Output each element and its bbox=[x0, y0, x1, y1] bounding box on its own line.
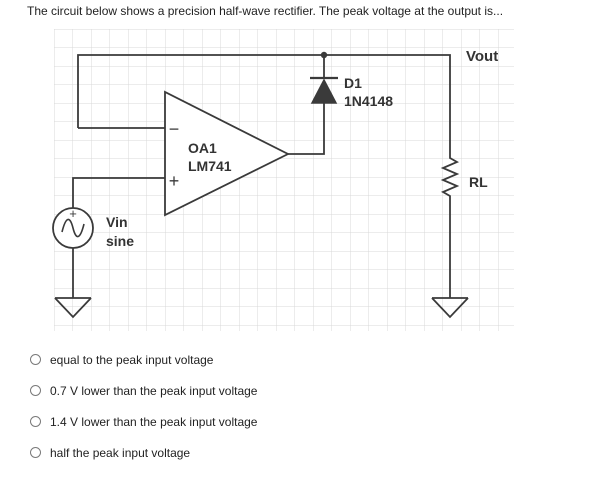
opamp-part-label: LM741 bbox=[188, 158, 232, 174]
opamp-noninverting-sign: + bbox=[169, 171, 180, 191]
option-label: equal to the peak input voltage bbox=[50, 352, 214, 367]
diode-name-label: D1 bbox=[344, 75, 362, 91]
opamp-name-label: OA1 bbox=[188, 140, 217, 156]
option-half[interactable]: half the peak input voltage bbox=[30, 437, 257, 468]
grid-background bbox=[54, 29, 514, 331]
radio-button[interactable] bbox=[30, 416, 41, 427]
option-equal[interactable]: equal to the peak input voltage bbox=[30, 344, 257, 375]
output-junction-dot bbox=[320, 51, 328, 59]
opamp-inverting-sign: − bbox=[169, 119, 180, 139]
radio-button[interactable] bbox=[30, 354, 41, 365]
option-label: 1.4 V lower than the peak input voltage bbox=[50, 414, 258, 429]
diode-part-label: 1N4148 bbox=[344, 93, 393, 109]
radio-button[interactable] bbox=[30, 385, 41, 396]
option-label: 0.7 V lower than the peak input voltage bbox=[50, 383, 258, 398]
diode-symbol bbox=[310, 78, 338, 104]
load-name-label: RL bbox=[469, 174, 488, 190]
answer-options: equal to the peak input voltage 0.7 V lo… bbox=[30, 344, 257, 468]
question-text: The circuit below shows a precision half… bbox=[27, 4, 504, 18]
circuit-diagram: − + OA1 LM741 D1 1N4148 Vout RL + Vin si… bbox=[52, 29, 514, 331]
radio-button[interactable] bbox=[30, 447, 41, 458]
opamp-symbol bbox=[164, 90, 291, 217]
source-type-label: sine bbox=[106, 233, 134, 249]
opamp-output-wire bbox=[288, 103, 325, 155]
sine-wave-icon bbox=[61, 218, 85, 238]
load-resistor-symbol bbox=[440, 150, 460, 200]
option-label: half the peak input voltage bbox=[50, 445, 191, 460]
ground-symbol-right bbox=[431, 297, 469, 319]
noninverting-input-wire bbox=[72, 177, 165, 208]
source-name-label: Vin bbox=[106, 214, 128, 230]
option-0-7v-lower[interactable]: 0.7 V lower than the peak input voltage bbox=[30, 375, 257, 406]
feedback-wire bbox=[77, 54, 451, 150]
ground-symbol-left bbox=[54, 297, 92, 319]
source-plus-sign: + bbox=[69, 206, 77, 221]
vout-label: Vout bbox=[466, 48, 498, 65]
option-1-4v-lower[interactable]: 1.4 V lower than the peak input voltage bbox=[30, 406, 257, 437]
